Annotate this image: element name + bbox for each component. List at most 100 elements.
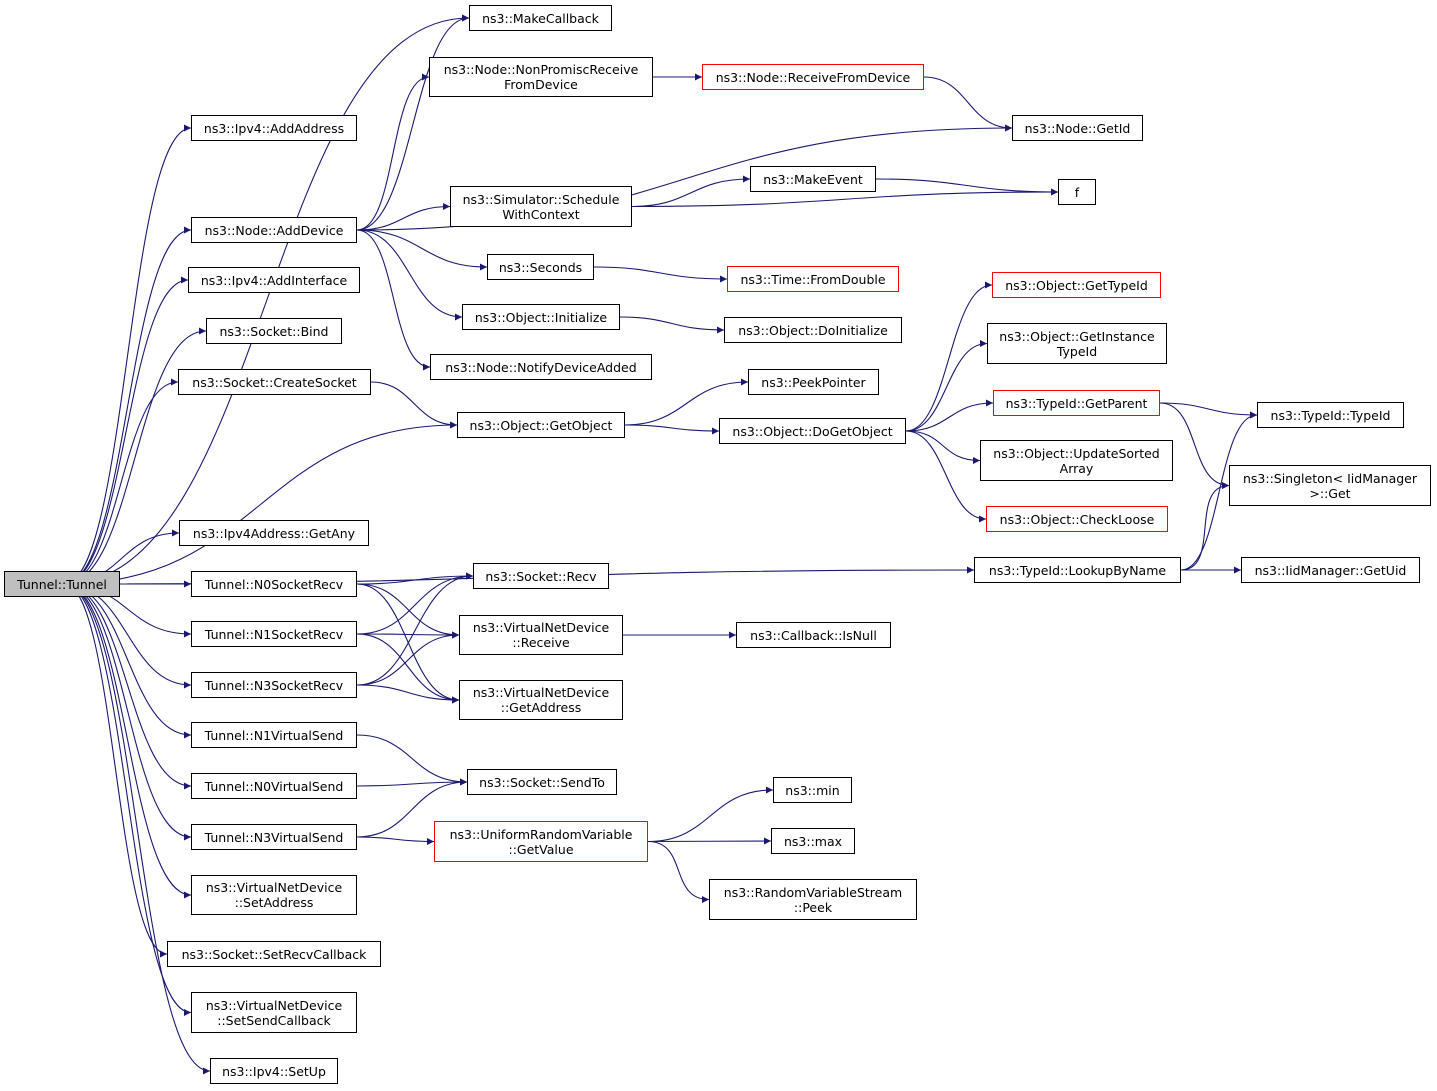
edge-tunnel-setsendcb bbox=[63, 583, 192, 1016]
node-getaddress[interactable]: ns3::VirtualNetDevice::GetAddress bbox=[459, 680, 623, 720]
node-setsendcb[interactable]: ns3::VirtualNetDevice::SetSendCallback bbox=[191, 992, 357, 1033]
edge-tunnel-setaddress bbox=[63, 583, 192, 899]
node-typeid[interactable]: ns3::TypeId::TypeId bbox=[1257, 402, 1404, 428]
node-bind[interactable]: ns3::Socket::Bind bbox=[206, 318, 342, 344]
node-addaddress[interactable]: ns3::Ipv4::AddAddress bbox=[191, 115, 357, 141]
node-doinitialize[interactable]: ns3::Object::DoInitialize bbox=[724, 317, 902, 343]
node-n0send[interactable]: Tunnel::N0VirtualSend bbox=[191, 773, 357, 799]
node-label: ns3::Socket::CreateSocket bbox=[192, 374, 357, 390]
node-lookup[interactable]: ns3::TypeId::LookupByName bbox=[974, 557, 1181, 583]
edge-adddevice-schedule bbox=[356, 203, 451, 231]
node-isnull[interactable]: ns3::Callback::IsNull bbox=[736, 622, 891, 648]
node-label: ns3::VirtualNetDevice bbox=[472, 685, 610, 700]
node-label: ns3::Node::AddDevice bbox=[204, 222, 344, 238]
node-label: ns3::IidManager::GetUid bbox=[1254, 562, 1407, 578]
node-label: ns3::Seconds bbox=[498, 259, 583, 275]
node-label: ns3::TypeId::LookupByName bbox=[988, 562, 1167, 578]
node-label: ns3::PeekPointer bbox=[761, 374, 866, 390]
node-initialize[interactable]: ns3::Object::Initialize bbox=[462, 304, 620, 330]
node-addinterface[interactable]: ns3::Ipv4::AddInterface bbox=[188, 267, 360, 293]
node-max[interactable]: ns3::max bbox=[771, 828, 855, 854]
node-label: f bbox=[1074, 184, 1080, 200]
edge-schedule-makeevent bbox=[631, 175, 751, 208]
node-tunnel[interactable]: Tunnel::Tunnel bbox=[4, 571, 120, 597]
node-label: ns3::Object::DoGetObject bbox=[732, 423, 893, 439]
edge-n1recv-recv bbox=[356, 572, 474, 635]
edge-dogetobject-checkloose bbox=[905, 430, 987, 523]
node-label: ns3::min bbox=[785, 782, 840, 798]
node-setup[interactable]: ns3::Ipv4::SetUp bbox=[210, 1058, 338, 1084]
node-label: ns3::TypeId::GetParent bbox=[1005, 395, 1148, 411]
node-label: ns3::Ipv4::SetUp bbox=[222, 1063, 326, 1079]
node-label: ns3::Callback::IsNull bbox=[750, 627, 877, 643]
node-label: ns3::Time::FromDouble bbox=[740, 271, 886, 287]
node-min[interactable]: ns3::min bbox=[773, 777, 852, 803]
node-adddevice[interactable]: ns3::Node::AddDevice bbox=[191, 217, 357, 243]
node-makecallback[interactable]: ns3::MakeCallback bbox=[469, 5, 612, 31]
edge-tunnel-createsocket bbox=[63, 378, 179, 585]
node-peek[interactable]: ns3::RandomVariableStream::Peek bbox=[709, 879, 917, 920]
node-recv[interactable]: ns3::Socket::Recv bbox=[473, 563, 609, 589]
node-getparent[interactable]: ns3::TypeId::GetParent bbox=[993, 390, 1160, 416]
node-peekpointer[interactable]: ns3::PeekPointer bbox=[748, 369, 879, 395]
node-label: ns3::Ipv4::AddInterface bbox=[200, 272, 348, 288]
node-n3send[interactable]: Tunnel::N3VirtualSend bbox=[191, 824, 357, 850]
node-label: ns3::Object::DoInitialize bbox=[738, 322, 888, 338]
node-label: ns3::Node::ReceiveFromDevice bbox=[715, 69, 911, 85]
edge-n3recv-getaddress bbox=[356, 684, 460, 704]
node-label: WithContext bbox=[502, 206, 580, 222]
node-label: ns3::Socket::SendTo bbox=[479, 774, 605, 790]
node-dogetobject[interactable]: ns3::Object::DoGetObject bbox=[719, 418, 906, 444]
edge-n1send-sendto bbox=[356, 734, 468, 786]
node-getobject[interactable]: ns3::Object::GetObject bbox=[457, 412, 625, 438]
node-n0recv[interactable]: Tunnel::N0SocketRecv bbox=[191, 571, 357, 597]
node-seconds[interactable]: ns3::Seconds bbox=[487, 254, 594, 280]
node-checkloose[interactable]: ns3::Object::CheckLoose bbox=[986, 506, 1168, 532]
node-receivefromdevice[interactable]: ns3::Node::ReceiveFromDevice bbox=[702, 64, 924, 90]
node-label: ns3::Node::NonPromiscReceive bbox=[443, 62, 639, 77]
edge-dogetobject-updatesorted bbox=[905, 430, 981, 464]
node-setaddress[interactable]: ns3::VirtualNetDevice::SetAddress bbox=[191, 875, 357, 915]
edge-makeevent-f bbox=[875, 178, 1059, 196]
node-getuid[interactable]: ns3::IidManager::GetUid bbox=[1241, 557, 1420, 583]
node-fromdouble[interactable]: ns3::Time::FromDouble bbox=[727, 266, 899, 292]
node-n3recv[interactable]: Tunnel::N3SocketRecv bbox=[191, 672, 357, 698]
node-singleton[interactable]: ns3::Singleton< IidManager >::Get bbox=[1229, 465, 1431, 506]
node-f[interactable]: f bbox=[1058, 179, 1096, 205]
node-label: ns3::Ipv4::AddAddress bbox=[203, 120, 345, 136]
node-label: ::GetValue bbox=[508, 841, 574, 857]
node-label: Tunnel::Tunnel bbox=[17, 576, 107, 592]
node-label: ns3::RandomVariableStream bbox=[723, 884, 903, 900]
edge-n3recv-recv bbox=[356, 572, 474, 686]
node-label: ns3::UniformRandomVariable bbox=[449, 826, 633, 842]
node-receive[interactable]: ns3::VirtualNetDevice::Receive bbox=[459, 615, 623, 655]
edge-getvalue-max bbox=[647, 837, 772, 845]
node-makeevent[interactable]: ns3::MakeEvent bbox=[750, 166, 876, 192]
node-getvalue[interactable]: ns3::UniformRandomVariable::GetValue bbox=[434, 821, 648, 862]
node-label: TypeId bbox=[1056, 343, 1098, 359]
edge-getvalue-peek bbox=[647, 840, 710, 903]
node-label: ns3::Node::NotifyDeviceAdded bbox=[445, 359, 637, 375]
node-sendto[interactable]: ns3::Socket::SendTo bbox=[467, 769, 617, 795]
node-label: ns3::Object::GetObject bbox=[469, 417, 613, 433]
edge-receivefromdevice-getid bbox=[923, 76, 1013, 132]
node-getany[interactable]: ns3::Ipv4Address::GetAny bbox=[179, 520, 369, 546]
edge-tunnel-adddevice bbox=[63, 226, 192, 585]
node-createsocket[interactable]: ns3::Socket::CreateSocket bbox=[178, 369, 371, 395]
node-n1recv[interactable]: Tunnel::N1SocketRecv bbox=[191, 621, 357, 647]
edge-createsocket-getobject bbox=[370, 381, 458, 429]
edge-adddevice-seconds bbox=[356, 229, 488, 271]
edge-tunnel-addaddress bbox=[63, 124, 192, 585]
node-n1send[interactable]: Tunnel::N1VirtualSend bbox=[191, 722, 357, 748]
node-setrecvcb[interactable]: ns3::Socket::SetRecvCallback bbox=[167, 941, 381, 967]
node-getid[interactable]: ns3::Node::GetId bbox=[1012, 115, 1143, 141]
node-label: Tunnel::N0SocketRecv bbox=[204, 576, 344, 592]
node-notify[interactable]: ns3::Node::NotifyDeviceAdded bbox=[430, 354, 652, 380]
edge-n1recv-getaddress bbox=[356, 633, 460, 704]
node-label: Tunnel::N3SocketRecv bbox=[204, 677, 344, 693]
node-gettypeid[interactable]: ns3::Object::GetTypeId bbox=[992, 272, 1161, 298]
